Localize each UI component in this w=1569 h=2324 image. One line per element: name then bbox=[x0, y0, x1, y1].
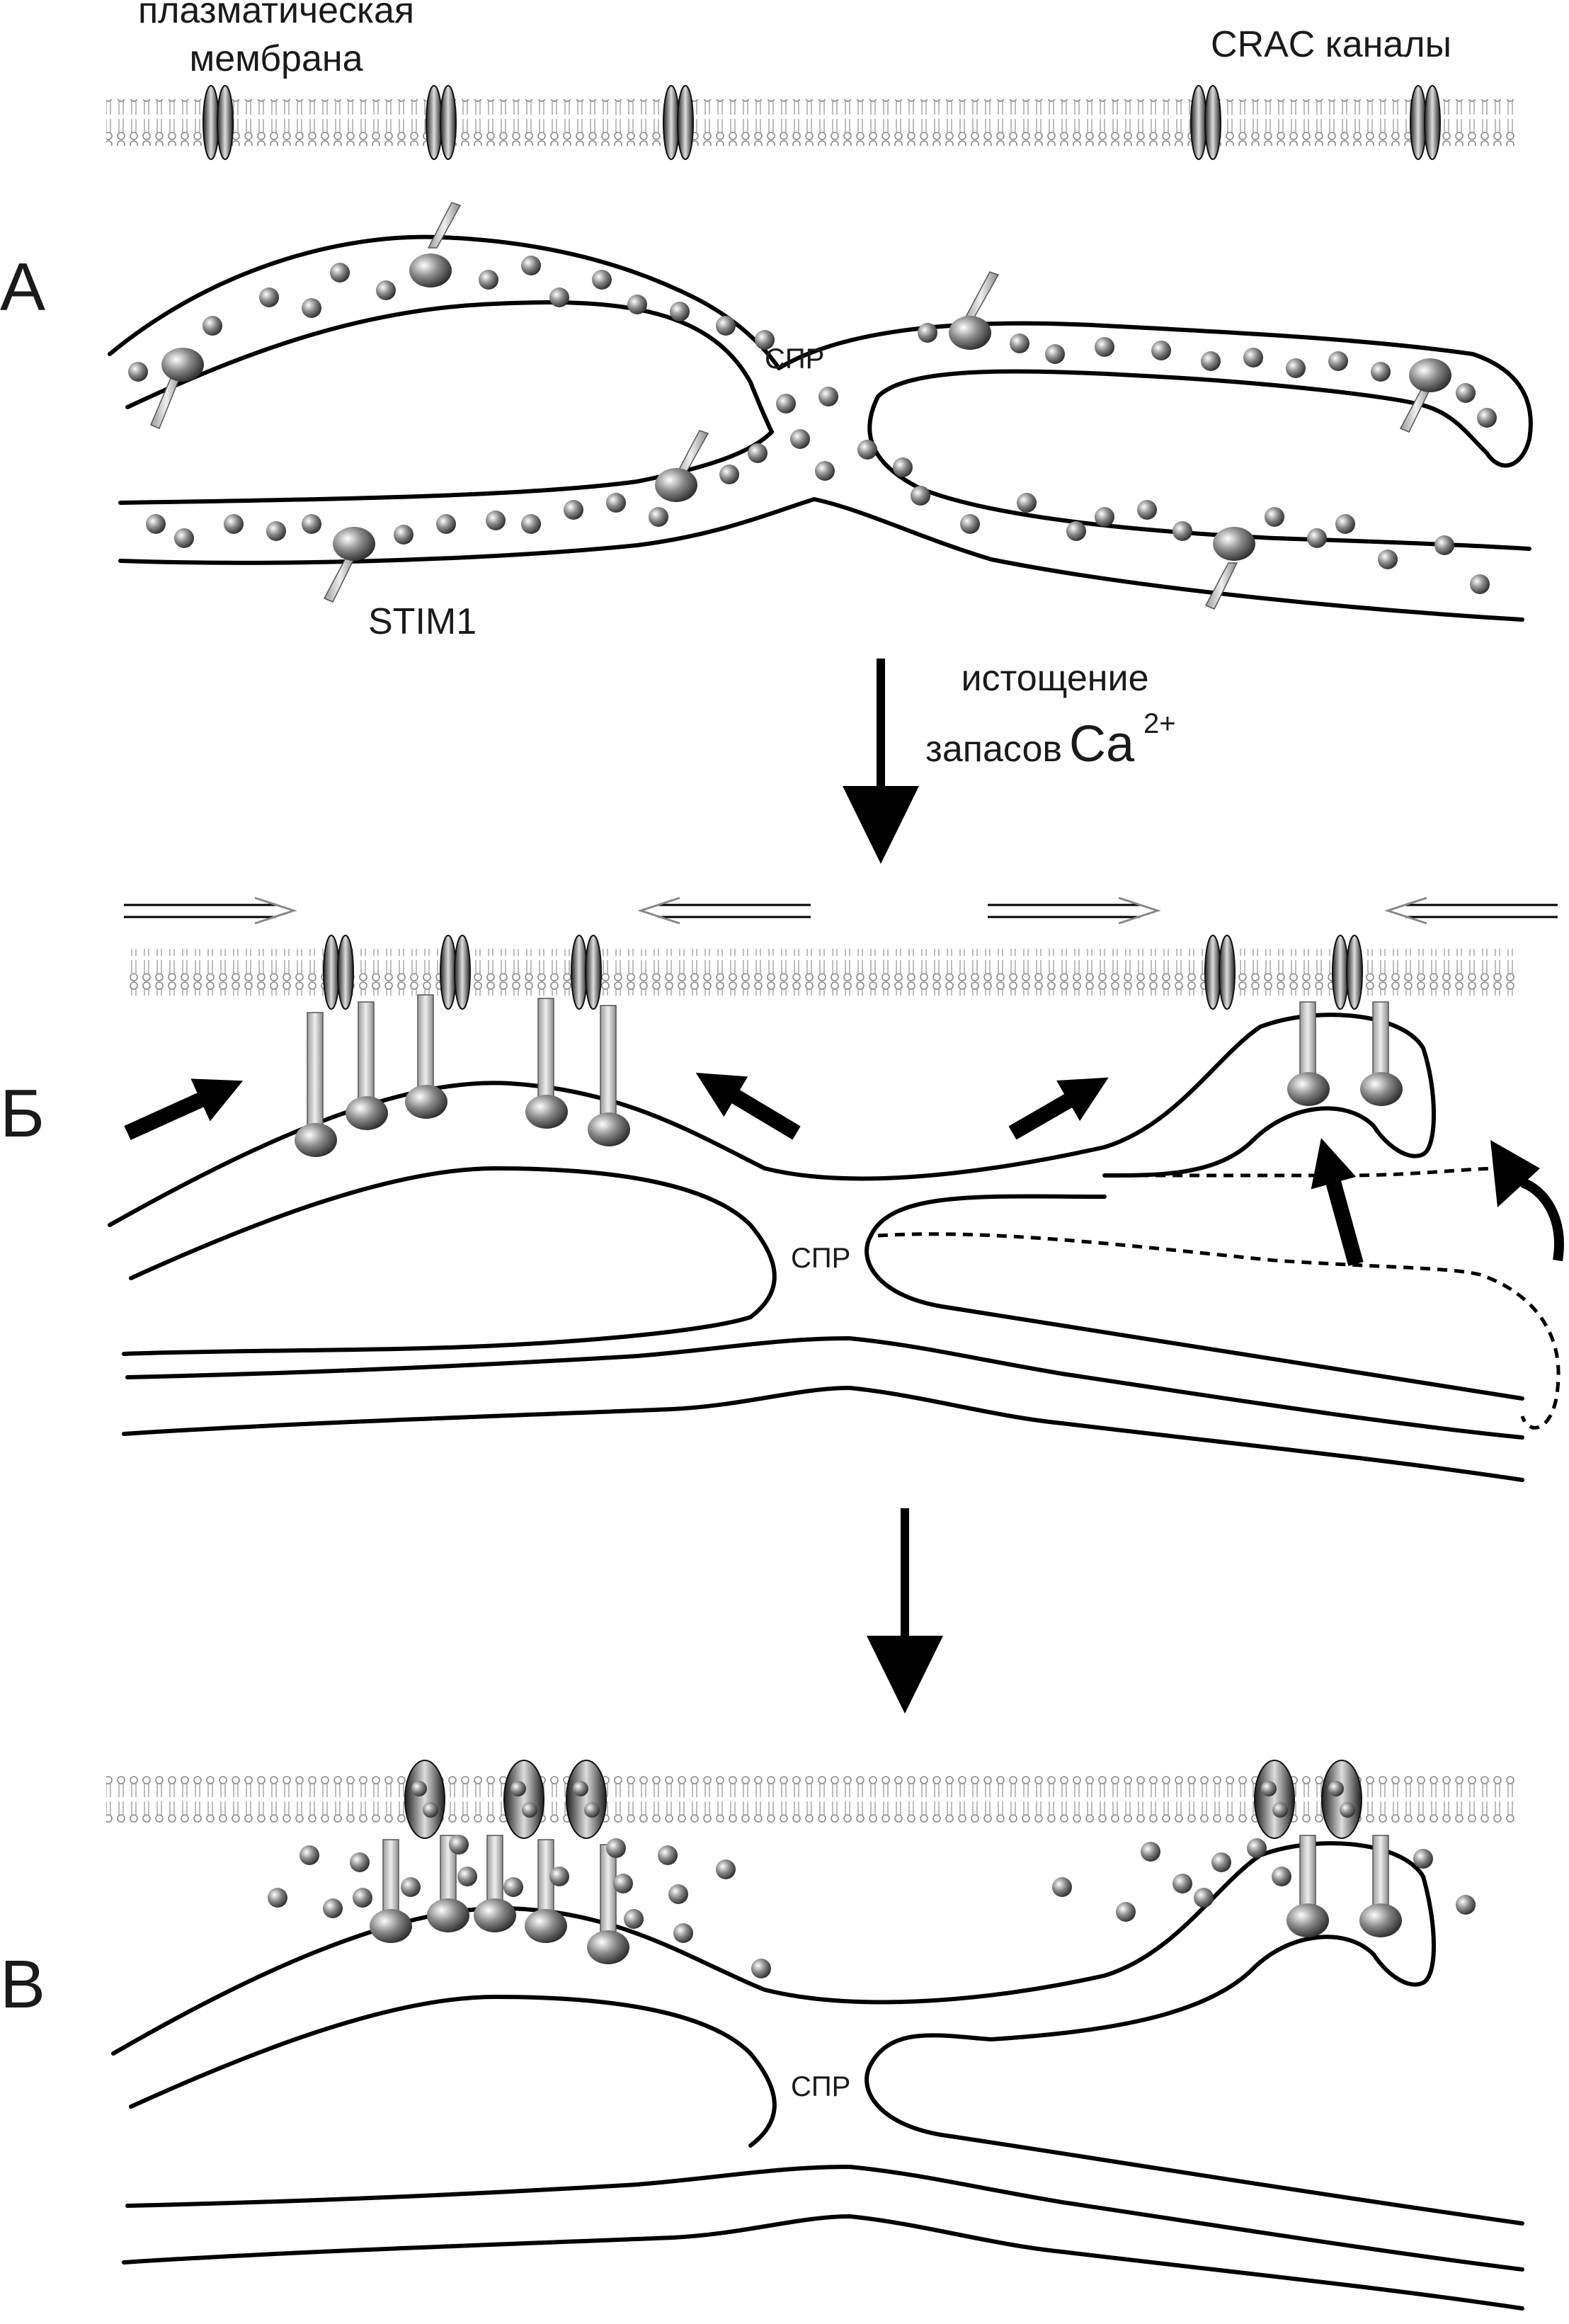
diffusion-arrow-right-2 bbox=[988, 896, 1161, 925]
calcium-influx-c bbox=[268, 1835, 1476, 1978]
crac-channel-open-3 bbox=[566, 1760, 607, 1839]
crac-channel-open-1 bbox=[404, 1760, 445, 1839]
plasma-membrane-a bbox=[106, 99, 1515, 146]
panel-b: Б bbox=[0, 896, 1564, 1482]
calcium-ions-a bbox=[128, 256, 1497, 594]
diffusion-arrow-left-1 bbox=[637, 896, 811, 925]
stim1-a-2 bbox=[949, 271, 1000, 350]
stim1-a-5 bbox=[655, 430, 709, 502]
stim1-c-7 bbox=[1359, 1835, 1402, 1937]
depletion-label-line1: истощение bbox=[961, 658, 1148, 699]
stim1-b-4 bbox=[525, 998, 568, 1129]
crac-channels-label: CRAC каналы bbox=[1211, 24, 1451, 65]
panel-c-letter: В bbox=[0, 1947, 45, 2022]
transition-arrow-1 bbox=[843, 659, 919, 864]
stim1-c-1 bbox=[370, 1839, 412, 1943]
stim1-oligomers-b bbox=[295, 994, 1403, 1157]
stim1-c-6 bbox=[1286, 1835, 1329, 1937]
plasma-membrane-c bbox=[106, 1776, 1515, 1823]
stim1-b-1 bbox=[295, 1012, 337, 1157]
calcium-charge: 2+ bbox=[1143, 708, 1176, 739]
stim1-b-7 bbox=[1360, 1001, 1403, 1106]
plasma-membrane-label-line1: плазматическая bbox=[138, 0, 414, 31]
crac-channel-open-5 bbox=[1321, 1760, 1362, 1839]
stim1-b-2 bbox=[346, 1001, 388, 1130]
stim1-c-3 bbox=[474, 1835, 516, 1932]
transition-arrow-2 bbox=[867, 1508, 943, 1714]
stim1-a-7 bbox=[1204, 527, 1255, 610]
lateral-diffusion-arrows bbox=[124, 896, 1558, 925]
plasma-membrane-b bbox=[127, 949, 1515, 996]
er-label-a: СПР bbox=[765, 343, 824, 375]
panel-c: В bbox=[0, 1760, 1524, 2311]
stim1-label: STIM1 bbox=[368, 601, 477, 642]
panel-a: плазматическая мембрана CRAC каналы А bbox=[0, 0, 1533, 642]
panel-b-letter: Б bbox=[0, 1076, 45, 1151]
stim1-b-5 bbox=[588, 1005, 630, 1146]
crac-channel-open-2 bbox=[503, 1760, 544, 1839]
plasma-membrane-label-line2: мембрана bbox=[189, 38, 363, 79]
diffusion-arrow-right-1 bbox=[124, 896, 297, 925]
stim1-a-6 bbox=[323, 527, 375, 603]
stim1-b-3 bbox=[405, 994, 447, 1119]
stim1-b-6 bbox=[1287, 1001, 1330, 1106]
stim1-a-4 bbox=[1399, 358, 1451, 433]
stim1-crac-complexes-c bbox=[370, 1835, 1402, 1964]
panel-a-letter: А bbox=[0, 249, 45, 325]
crac-channels-a bbox=[202, 85, 1441, 160]
stim1-c-4 bbox=[525, 1839, 567, 1943]
crac-channels-c bbox=[404, 1760, 1362, 1839]
depletion-label-line2: запасов bbox=[925, 729, 1062, 770]
stim1-c-5 bbox=[587, 1844, 629, 1964]
er-network-a bbox=[108, 234, 1533, 622]
stim1-a-3 bbox=[150, 348, 204, 429]
er-label-c: СПР bbox=[791, 2071, 850, 2102]
crac-channel-open-4 bbox=[1254, 1760, 1295, 1839]
stim1-proteins-a bbox=[150, 202, 1451, 610]
er-network-b bbox=[108, 1013, 1561, 1482]
stim1-c-2 bbox=[427, 1835, 469, 1932]
translocation-arrows-b bbox=[124, 1072, 1564, 1266]
crac-channels-b bbox=[323, 935, 1363, 1010]
er-label-b: СПР bbox=[791, 1243, 850, 1274]
diffusion-arrow-left-2 bbox=[1384, 896, 1558, 925]
calcium-symbol: Ca bbox=[1069, 716, 1135, 773]
stim1-a-1 bbox=[409, 202, 462, 287]
